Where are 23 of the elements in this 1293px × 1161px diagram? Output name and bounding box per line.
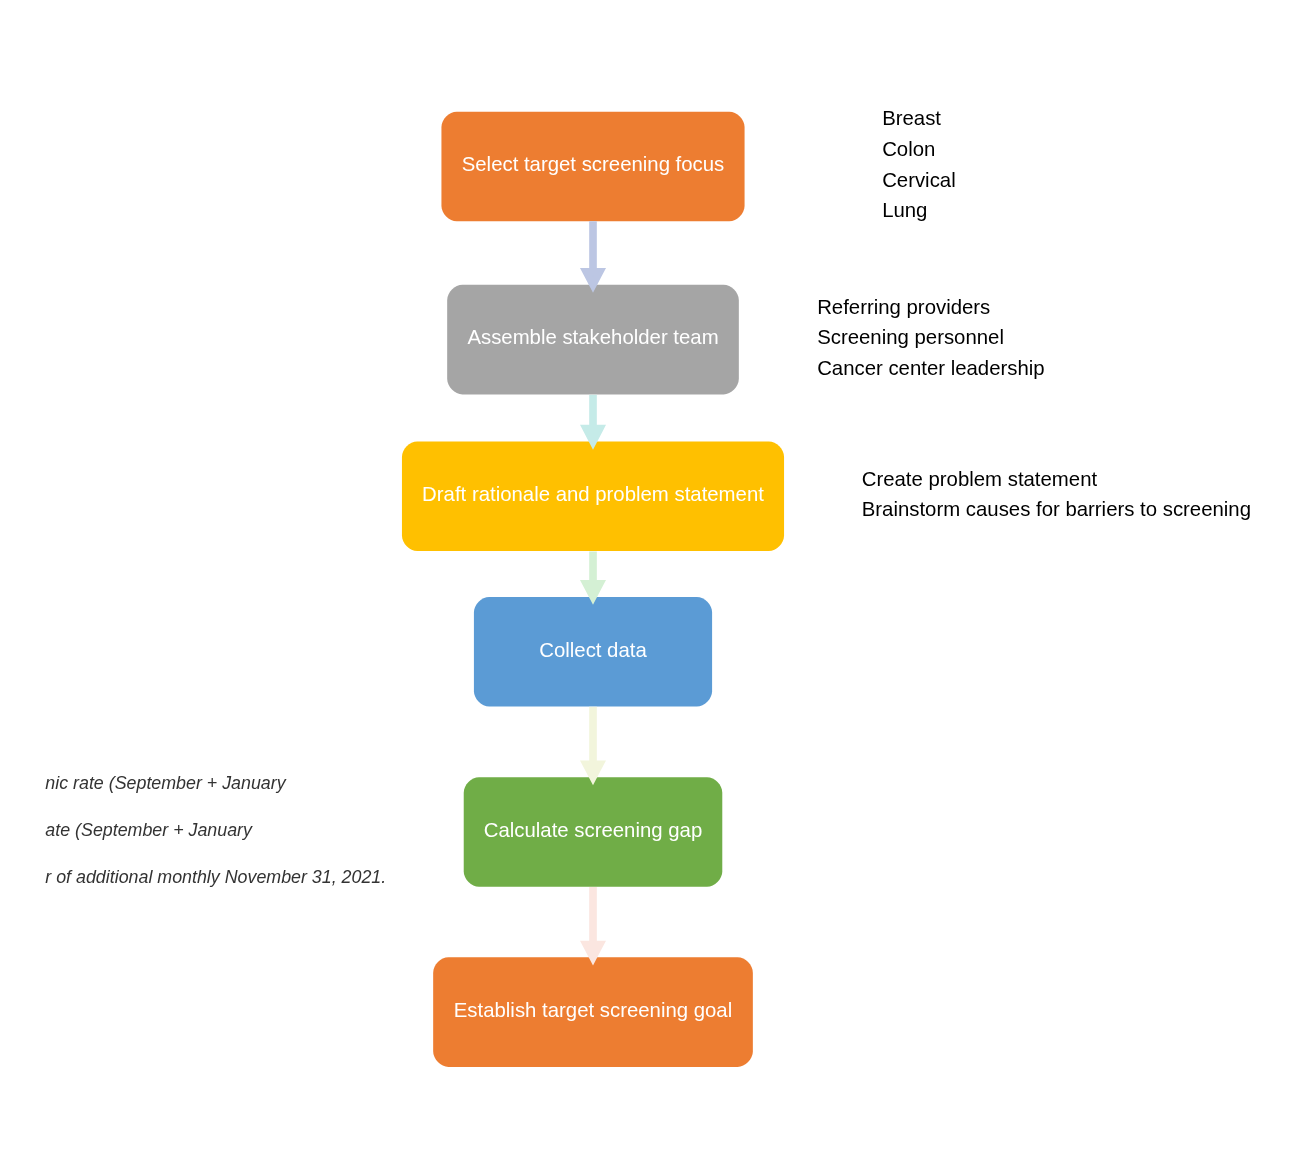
node-label: Colon (882, 137, 936, 160)
node-label: Cervical (882, 168, 956, 191)
node-label: Referring providers (817, 295, 991, 318)
arrow (580, 706, 606, 785)
label: ate (September + January (45, 819, 252, 840)
node-box: Collect data (473, 596, 713, 706)
node-box: Establish target screening goal (433, 956, 753, 1067)
node-box: Assemble stakeholder team (447, 284, 739, 394)
label: r of additional monthly November 31, 2021. (45, 866, 387, 887)
node-box: Calculate screening gap (463, 776, 723, 887)
node-label: Lung (882, 198, 928, 221)
node-label: Cancer center leadership (817, 356, 1045, 379)
node-label: Screening personnel (817, 325, 1004, 348)
node-box: Draft rationale and problem statement (401, 441, 785, 551)
node-label: Create problem statement (861, 467, 1098, 490)
arrow (580, 220, 606, 293)
arrow (580, 886, 606, 965)
arrow (580, 394, 606, 450)
node-box: Select target screening focus (441, 111, 745, 221)
label: nic rate (September + January (45, 772, 286, 793)
node-label: Breast (882, 106, 941, 129)
arrow (580, 550, 606, 605)
node-label: Brainstorm causes for barriers to screening (861, 497, 1251, 520)
